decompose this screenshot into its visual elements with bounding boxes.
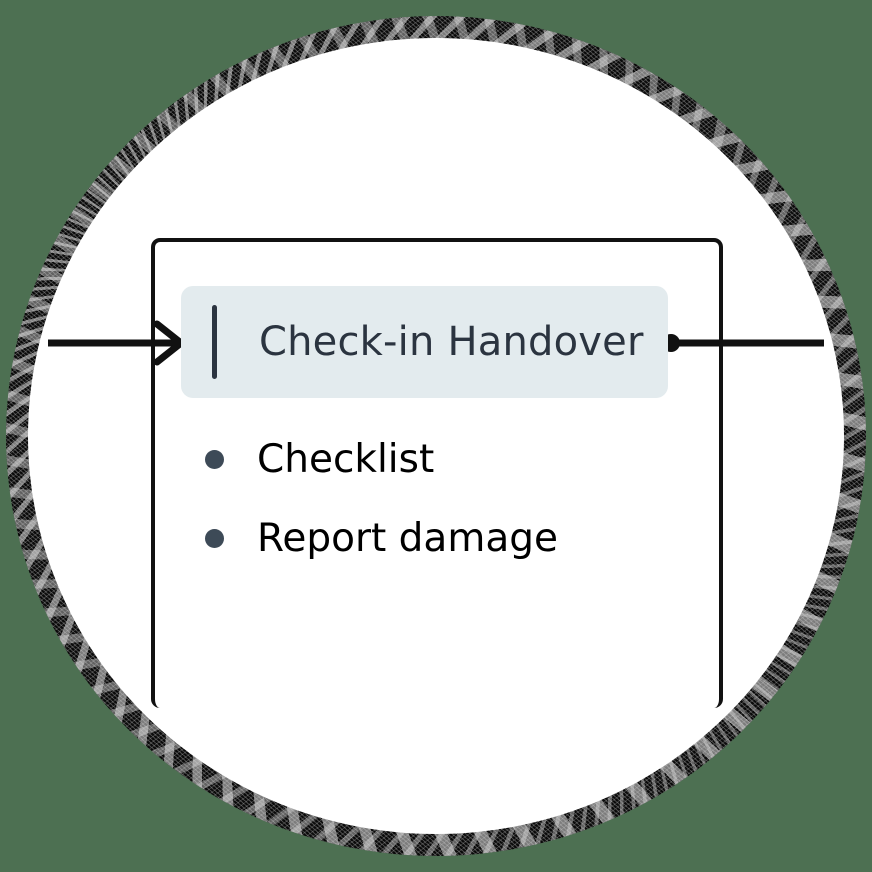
list-item[interactable]: Report damage	[181, 507, 681, 569]
node-container[interactable]	[151, 238, 723, 708]
node-header[interactable]: Check-in Handover	[181, 286, 668, 398]
list-item[interactable]: Checklist	[181, 428, 681, 490]
stage-surface	[28, 38, 844, 834]
list-item-label: Checklist	[257, 436, 435, 482]
list-item-label: Report damage	[257, 515, 558, 561]
node-title: Check-in Handover	[259, 319, 644, 365]
bullet-dot-icon	[205, 449, 224, 469]
node-item-list: Checklist Report damage	[181, 428, 681, 586]
bullet-dot-icon	[205, 528, 224, 548]
header-accent-bar	[212, 305, 217, 379]
